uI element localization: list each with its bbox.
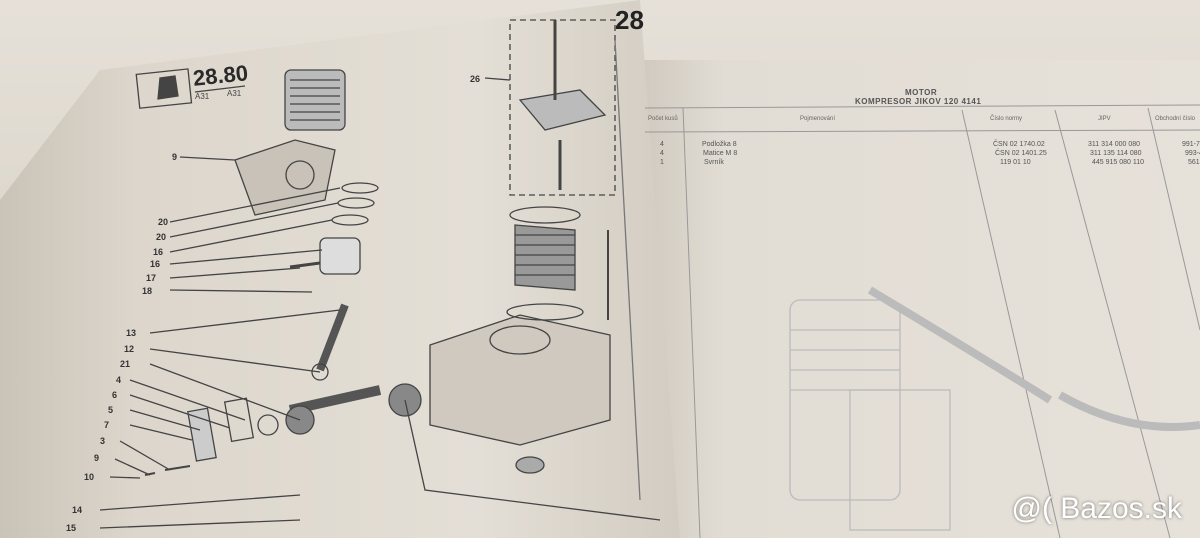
callout: 3 (100, 436, 106, 446)
compressor-assembly-drawing (234, 69, 346, 216)
qty: 4 (660, 141, 664, 148)
next-section-number: 28 (615, 5, 644, 35)
code: 993-4 (1185, 150, 1200, 157)
sub-label: A31 (195, 92, 210, 101)
column-header: Počet kusů (648, 116, 678, 122)
callout: 10 (84, 472, 95, 482)
callout: 5 (108, 405, 114, 415)
qty: 1 (660, 159, 664, 166)
right-page (640, 60, 1200, 538)
callout: 6 (112, 390, 118, 400)
callout: 14 (72, 505, 83, 515)
norm: ČSN 02 1401.25 (995, 150, 1047, 157)
callout: 21 (120, 359, 131, 369)
callout: 4 (116, 375, 122, 385)
callout: 18 (142, 286, 153, 296)
cylinder-block-drawing (429, 206, 611, 474)
name: Matice M 8 (703, 150, 738, 157)
jipv: 311 314 000 080 (1088, 141, 1141, 148)
callout: 15 (66, 523, 77, 533)
table-subtitle: KOMPRESOR JIKOV 120 4141 (855, 97, 982, 106)
table-title: MOTOR (905, 88, 938, 97)
name: Podložka 8 (702, 141, 737, 148)
callout: 26 (470, 74, 481, 84)
callout: 17 (146, 273, 157, 283)
callout: 9 (172, 152, 178, 162)
code: 991-74 (1182, 141, 1200, 148)
valve-group-box (509, 19, 616, 196)
callout: 13 (126, 328, 137, 338)
column-header: JIPV (1098, 116, 1111, 122)
norm: 119 01 10 (1000, 159, 1031, 166)
column-header: Obchodní číslo (1155, 116, 1196, 122)
jipv: 311 135 114 080 (1090, 150, 1142, 157)
column-header: Číslo normy (990, 116, 1023, 122)
callout: 20 (156, 232, 167, 242)
thumbnail-frame (135, 68, 193, 109)
thumbnail-image (157, 75, 179, 100)
column-header: Pojmenování (800, 116, 836, 122)
faded-compressor-drawing (789, 286, 1200, 531)
code: 561 (1188, 159, 1200, 166)
name: Svrník (704, 159, 724, 166)
callout: 16 (153, 247, 164, 257)
callout: 12 (124, 344, 135, 354)
jipv: 445 915 080 110 (1092, 159, 1145, 166)
table-lines (644, 104, 1200, 538)
connecting-rod (316, 303, 349, 372)
callout: 20 (158, 217, 169, 227)
sub-label: A31 (227, 89, 242, 98)
callout: 7 (104, 420, 110, 430)
watermark: @( Bazos.sk (1011, 492, 1183, 525)
callout: 16 (150, 259, 161, 269)
piston (319, 237, 361, 275)
callout: 9 (94, 453, 100, 463)
qty: 4 (660, 150, 664, 157)
norm: ČSN 02 1740.02 (993, 141, 1045, 148)
